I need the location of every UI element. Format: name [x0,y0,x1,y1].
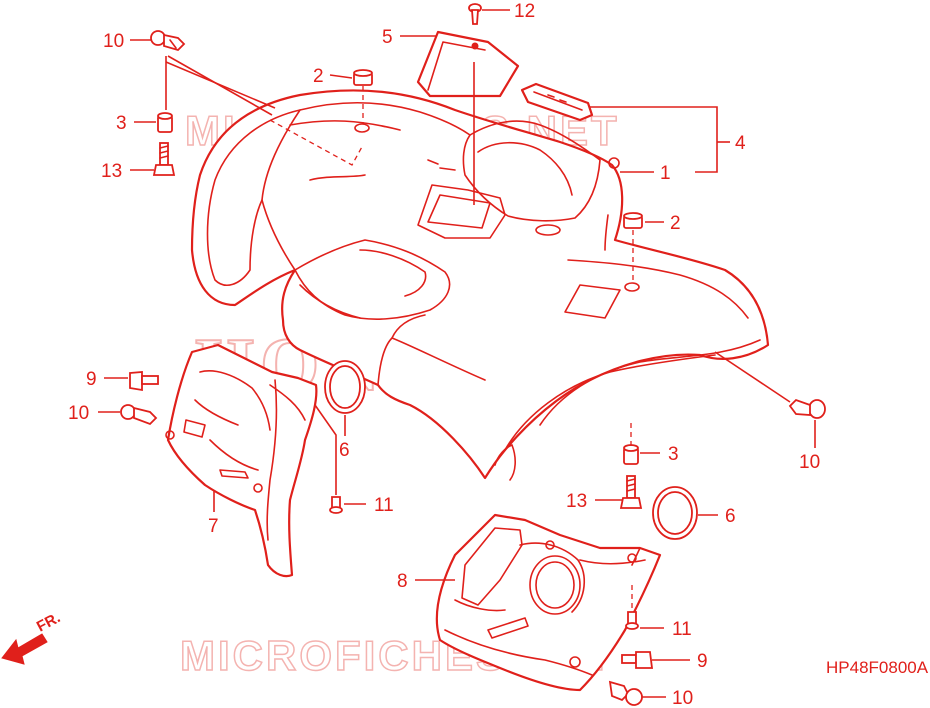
bolt-part-13-left [152,142,176,176]
callout-10-bottom: 10 [672,688,693,708]
clip-part-10-bottom [608,680,643,706]
callout-8: 8 [397,571,408,592]
right-inner-fender-part-8 [435,513,662,692]
callout-6-right: 6 [725,506,736,527]
front-label: FR. [34,609,63,635]
callout-10-right: 10 [799,452,820,473]
leader-lines [98,9,816,698]
collar-part-3-left [157,112,173,133]
callout-12: 12 [514,1,535,22]
front-fender [190,89,770,481]
clip-part-10-right [788,398,826,419]
screw-part-11-mid [329,496,343,514]
bolt-part-9-left [129,371,159,392]
callout-9-left: 9 [86,369,97,390]
callout-11-bottom: 11 [672,619,692,640]
callout-6-left: 6 [339,440,350,461]
clip-part-10-left [120,404,158,426]
callout-5: 5 [382,27,393,48]
clip-part-10-top-left [150,30,186,52]
front-arrow-icon: FR. [1,609,63,665]
callout-3-right: 3 [668,444,679,465]
callout-10-top-left: 10 [103,31,124,52]
left-inner-fender-part-7 [165,343,318,578]
callout-10-left: 10 [68,403,89,424]
callout-13-right: 13 [566,491,587,512]
lid-cover-part-5 [416,30,520,98]
diagram-code: HP48F0800A [826,658,929,677]
screw-part-12 [468,3,482,25]
callout-2-right: 2 [670,213,681,234]
bolt-part-9-bottom [621,651,654,669]
callout-4: 4 [735,133,746,154]
callout-1: 1 [660,163,671,184]
screw-part-11-bottom [625,611,639,630]
callout-2-top: 2 [313,66,324,87]
callout-3-left: 3 [116,113,127,134]
collar-part-3-right [623,444,639,465]
grommet-ring-part-6-right [652,486,698,540]
grommet-part-2-right [623,212,643,229]
grommet-part-2-top [353,69,373,86]
callout-9-bottom: 9 [697,651,708,672]
callout-7: 7 [208,516,219,537]
bolt-part-13-right [619,475,643,509]
callout-13-left: 13 [101,161,122,182]
grommet-ring-part-6-left [324,360,366,414]
strip-part-4 [520,82,594,122]
callout-11-mid: 11 [374,495,394,516]
